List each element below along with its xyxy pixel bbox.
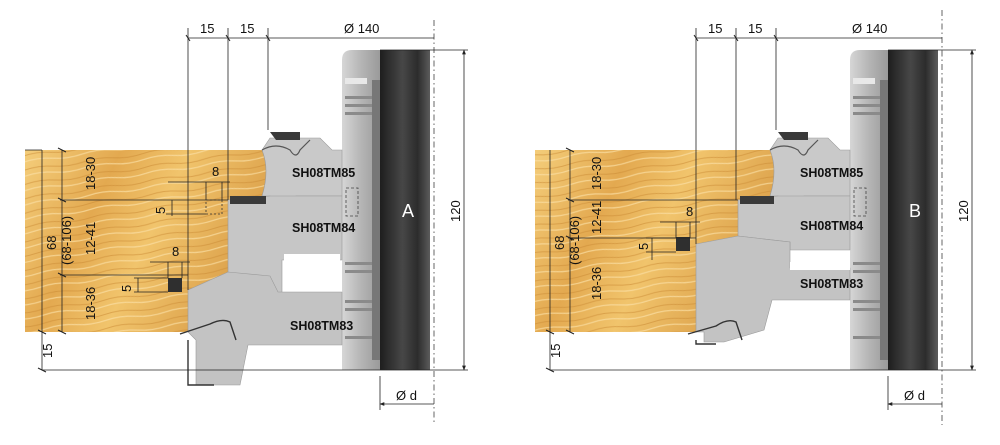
cutter-sh08tm84-a: SH08TM84 xyxy=(227,195,355,301)
cutter-label-bottom-b: SH08TM83 xyxy=(800,277,863,291)
dim-slot-depth-upper-a: 5 xyxy=(153,207,168,214)
dim-bore-b: Ø d xyxy=(904,388,925,403)
dim-height-b: 120 xyxy=(956,200,971,222)
dim-slot-width-b: 8 xyxy=(686,204,693,219)
dim-zone-mid-a: 12-41 xyxy=(83,222,98,255)
dim-slot-depth-b: 5 xyxy=(636,243,651,250)
cutter-sh08tm85-a: SH08TM85 xyxy=(261,132,355,207)
dimensions-a: 15 15 Ø 140 120 68 (68-106) 18-30 12-41 … xyxy=(25,21,468,410)
cutter-label-mid-a: SH08TM84 xyxy=(292,221,355,235)
dim-top-a-1: 15 xyxy=(200,21,214,36)
arbor-letter-a: A xyxy=(402,201,414,221)
workpiece-a xyxy=(25,150,270,332)
dim-thickness-range-b: (68-106) xyxy=(567,216,582,265)
diagram-b: SH08TM85 SH08TM84 SH08TM83 B xyxy=(535,10,976,425)
cutter-label-top-a: SH08TM85 xyxy=(292,166,355,180)
dim-zone-bottom-b: 18-36 xyxy=(589,267,604,300)
dim-thickness-b: 68 xyxy=(552,236,567,250)
diagram-a: SH08TM85 SH08TM84 SH08TM83 A xyxy=(25,20,468,425)
dim-height-a: 120 xyxy=(448,200,463,222)
dim-zone-bottom-a: 18-36 xyxy=(83,287,98,320)
dim-slot-width-lower-a: 8 xyxy=(172,244,179,259)
hub-a xyxy=(342,50,380,370)
dim-bottom-gap-b: 15 xyxy=(548,344,563,358)
dim-top-b-1: 15 xyxy=(708,21,722,36)
cutter-label-mid-b: SH08TM84 xyxy=(800,219,863,233)
cutter-label-bottom-a: SH08TM83 xyxy=(290,319,353,333)
dim-diameter-a: Ø 140 xyxy=(344,21,379,36)
arbor-letter-b: B xyxy=(909,201,921,221)
dim-zone-top-b: 18-30 xyxy=(589,157,604,190)
dim-bore-a: Ø d xyxy=(396,388,417,403)
dim-thickness-range-a: (68-106) xyxy=(59,216,74,265)
arbor-b: B xyxy=(880,50,938,370)
workpiece-b xyxy=(535,150,778,332)
dim-bottom-gap-a: 15 xyxy=(40,344,55,358)
cutter-sh08tm83-a: SH08TM83 xyxy=(168,271,353,386)
dimensions-b: 15 15 Ø 140 120 68 (68-106) 18-30 12-41 … xyxy=(545,21,976,410)
dim-zone-mid-b: 12-41 xyxy=(589,201,604,234)
dim-slot-width-upper-a: 8 xyxy=(212,164,219,179)
dim-zone-top-a: 18-30 xyxy=(83,157,98,190)
cutter-sh08tm85-b: SH08TM85 xyxy=(769,132,863,207)
cutter-sh08tm84-b: SH08TM84 xyxy=(737,195,863,251)
dim-top-a-2: 15 xyxy=(240,21,254,36)
arbor-a: A xyxy=(372,50,430,370)
dim-top-b-2: 15 xyxy=(748,21,762,36)
dim-thickness-a: 68 xyxy=(44,236,59,250)
dim-diameter-b: Ø 140 xyxy=(852,21,887,36)
cutter-label-top-b: SH08TM85 xyxy=(800,166,863,180)
hub-b xyxy=(850,50,888,370)
dim-slot-depth-lower-a: 5 xyxy=(119,285,134,292)
cutter-sh08tm83-b: SH08TM83 xyxy=(676,235,863,345)
